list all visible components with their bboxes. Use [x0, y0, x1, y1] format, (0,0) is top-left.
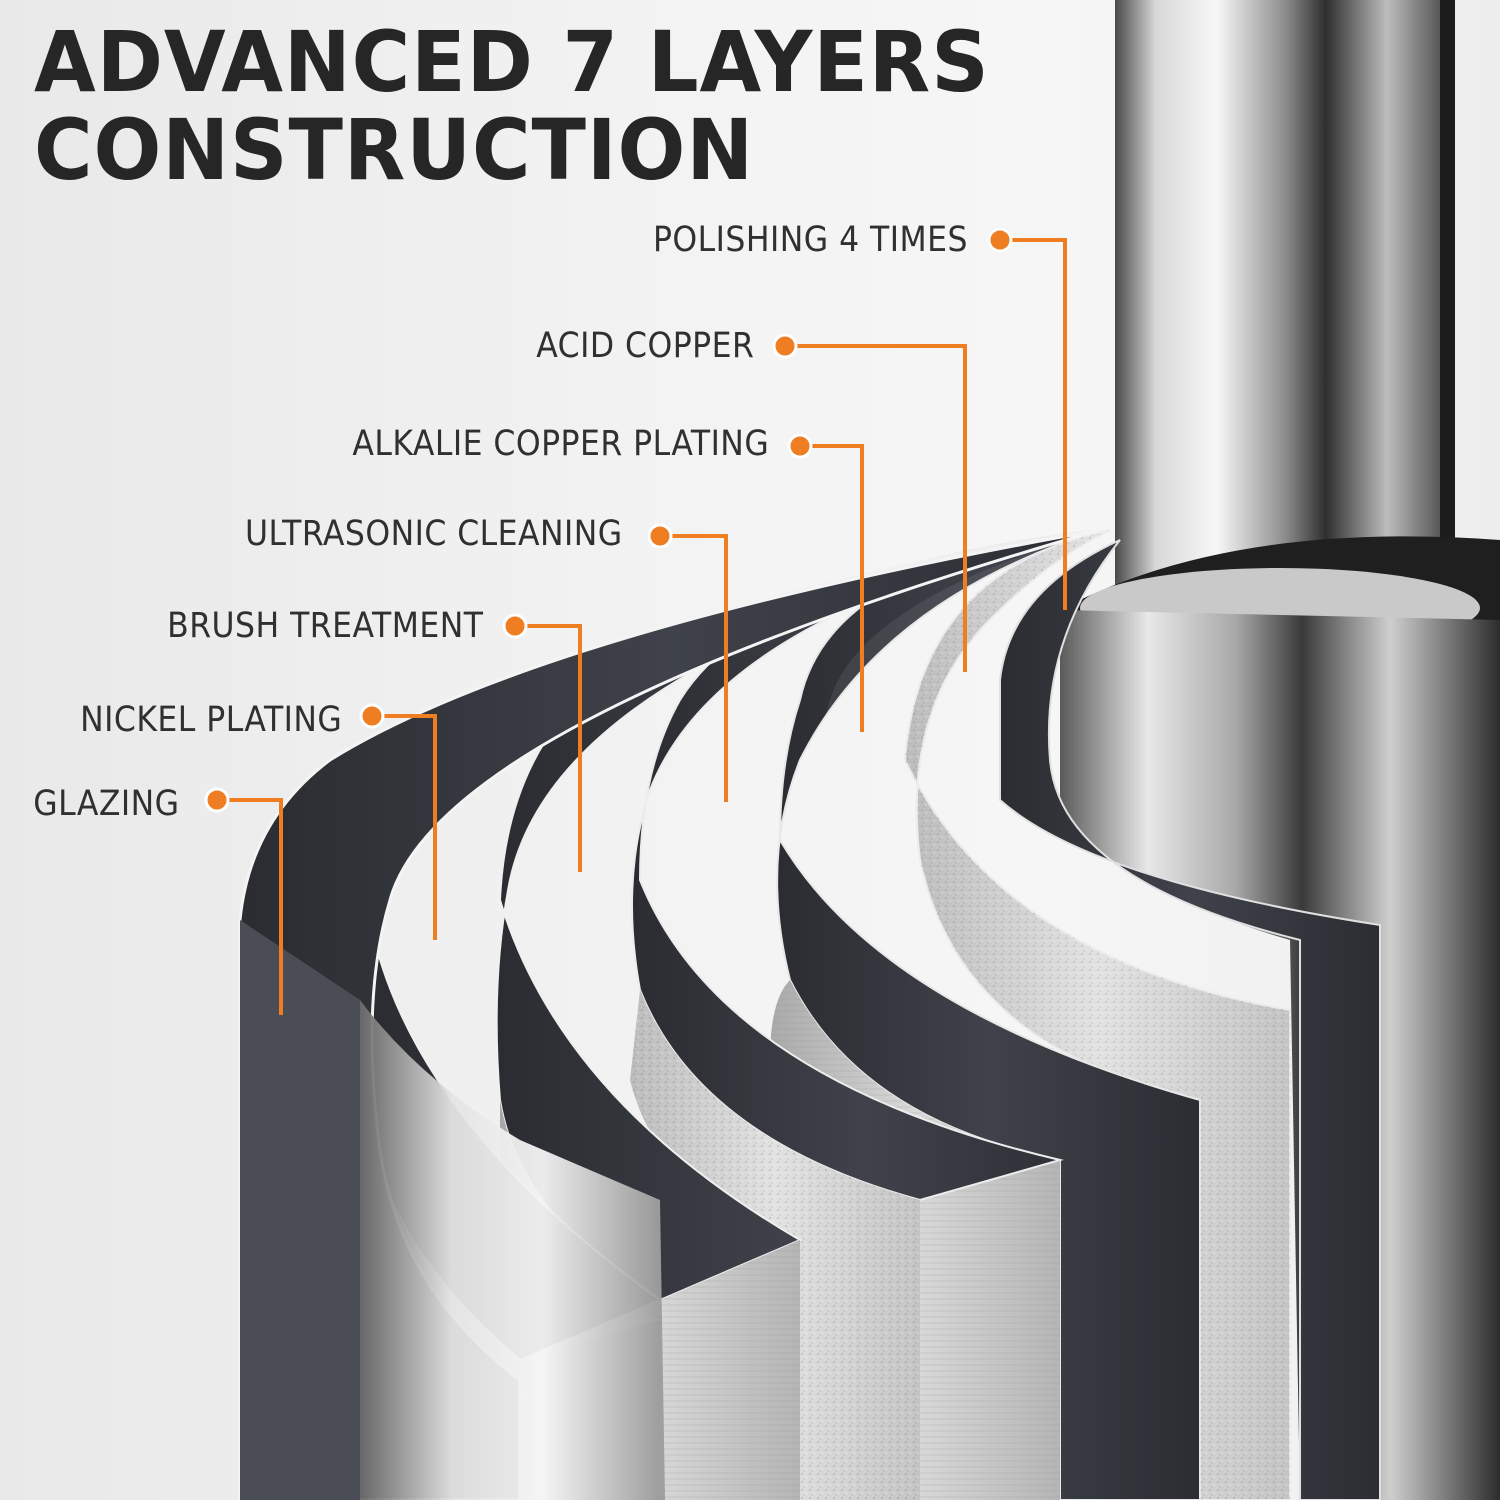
label-ultrasonic: ULTRASONIC CLEANING: [245, 514, 623, 554]
title-line-1: ADVANCED 7 LAYERS: [34, 13, 990, 111]
leader-brush: [515, 624, 582, 872]
label-glazing: GLAZING: [32, 784, 179, 824]
leader-alkalie: [800, 444, 864, 732]
dot-glazing: [204, 787, 230, 813]
dot-alkalie: [787, 433, 813, 459]
label-polishing: POLISHING 4 TIMES: [653, 220, 968, 260]
title-line-2: CONSTRUCTION: [34, 101, 755, 199]
glazing-shine: [360, 1000, 665, 1500]
callout-leaders: [217, 238, 1067, 1015]
leader-nickel: [372, 714, 437, 940]
leader-polishing: [1000, 238, 1067, 610]
label-brush-treatment: BRUSH TREATMENT: [166, 606, 483, 646]
layer-ultrasonic: [631, 529, 1101, 1202]
dot-ultrasonic: [647, 523, 673, 549]
rod-dark-edge: [1440, 0, 1455, 640]
leader-acid-copper: [785, 344, 967, 672]
inner-tube: [1060, 610, 1500, 1500]
page-title: ADVANCED 7 LAYERS CONSTRUCTION: [34, 18, 990, 194]
dot-acid-copper: [772, 333, 798, 359]
label-alkalie-copper: ALKALIE COPPER PLATING: [352, 424, 769, 464]
label-acid-copper: ACID COPPER: [535, 326, 754, 366]
layer-polishing: [999, 539, 1381, 1500]
glazing-outer-face: [240, 920, 360, 1500]
label-nickel: NICKEL PLATING: [79, 700, 342, 740]
dot-polishing: [987, 227, 1013, 253]
chrome-rod: [1115, 0, 1455, 640]
leader-glazing: [217, 798, 283, 1015]
callout-dots: [204, 227, 1013, 813]
dot-brush: [502, 613, 528, 639]
dot-nickel: [359, 703, 385, 729]
layer-alkalie-copper: [776, 529, 1201, 1500]
leader-ultrasonic: [660, 534, 728, 802]
